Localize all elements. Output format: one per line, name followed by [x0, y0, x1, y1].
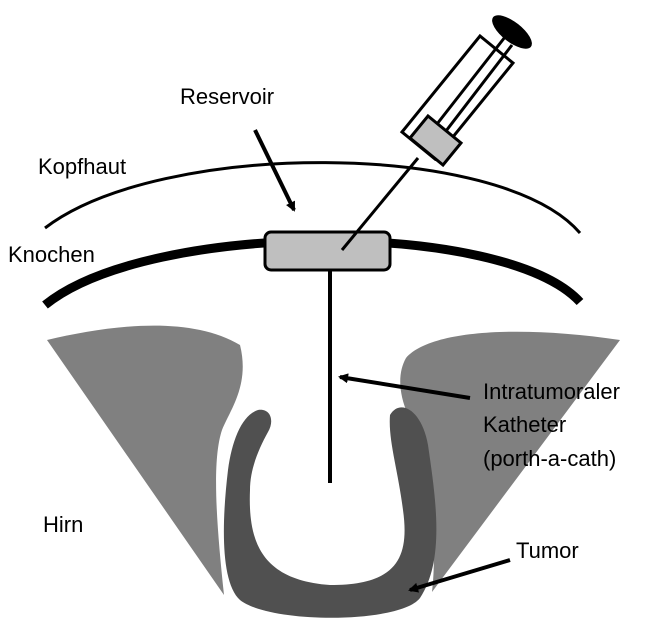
label-brain: Hirn [43, 512, 83, 537]
label-catheter-line3: (porth-a-cath) [483, 446, 616, 471]
brain-left-region [47, 326, 243, 595]
label-catheter-line1: Intratumoraler [483, 379, 620, 404]
syringe [342, 9, 537, 250]
label-catheter-line2: Katheter [483, 412, 566, 437]
label-scalp: Kopfhaut [38, 154, 126, 179]
label-tumor: Tumor [516, 538, 579, 563]
label-bone: Knochen [8, 242, 95, 267]
reservoir-box [265, 232, 390, 270]
label-reservoir: Reservoir [180, 84, 274, 109]
reservoir-arrow [255, 130, 294, 210]
